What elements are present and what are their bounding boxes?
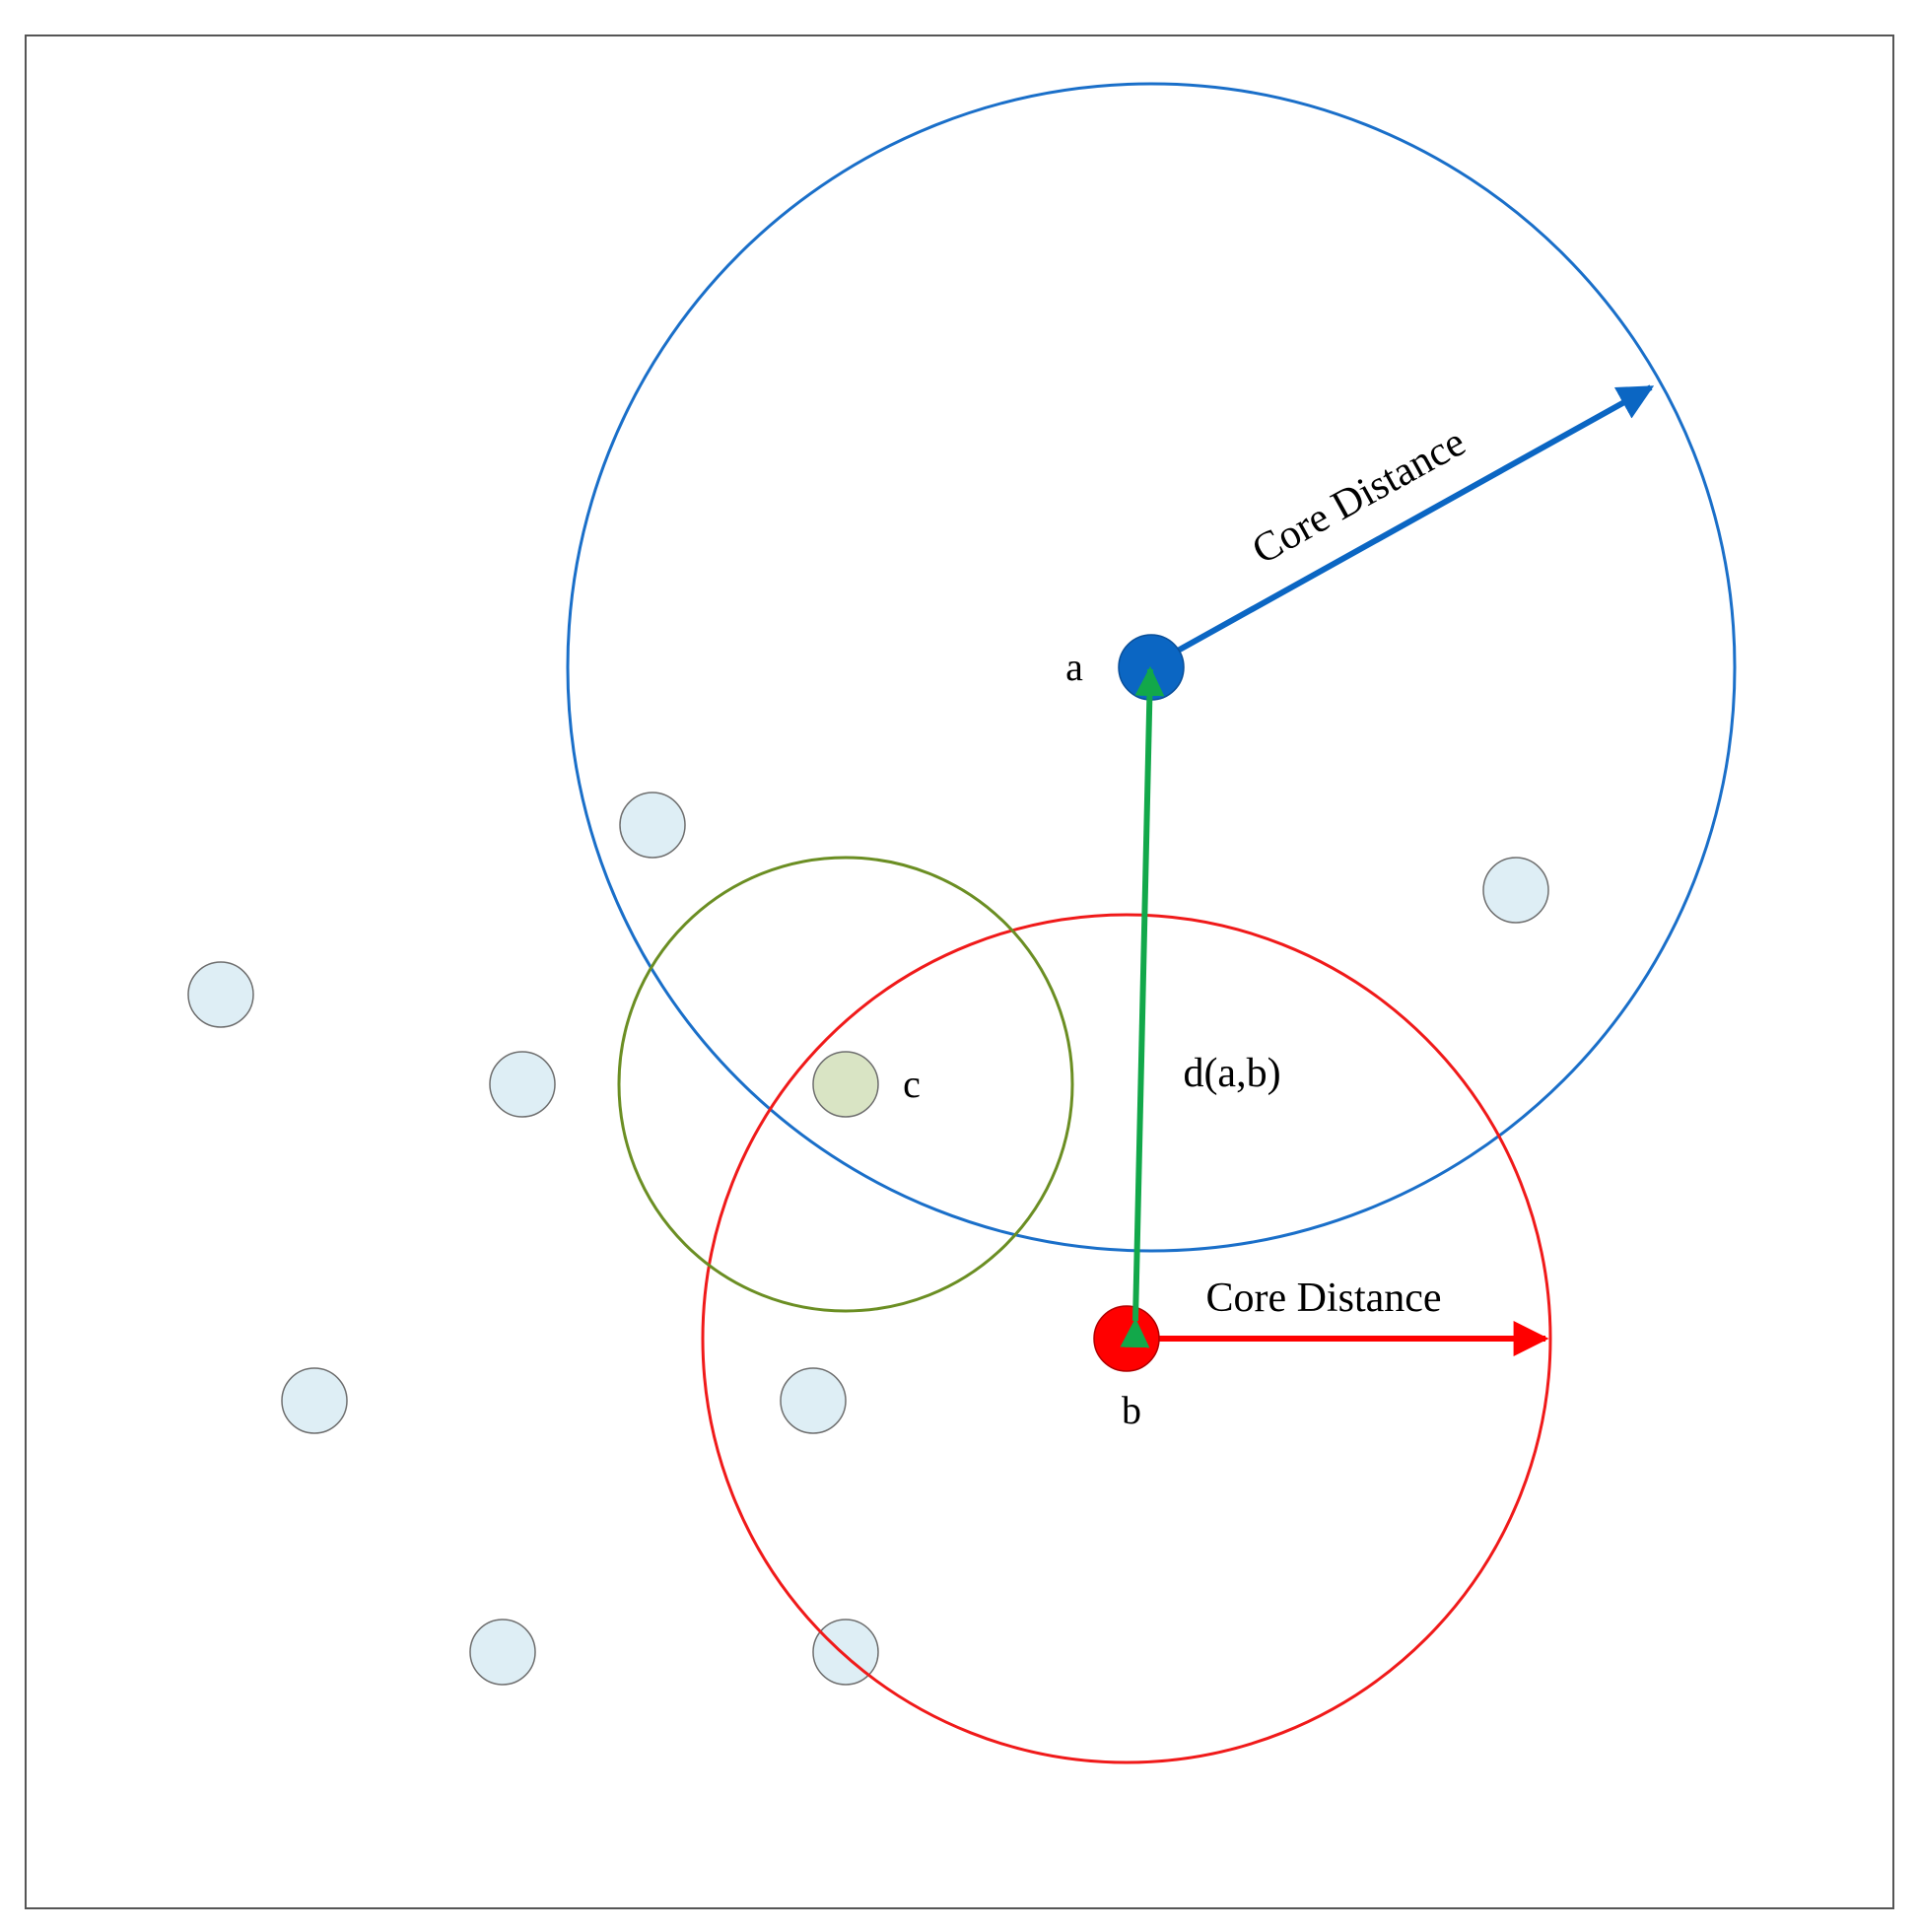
core-distance-label-b: Core Distance	[1205, 1276, 1441, 1321]
point-c-label: c	[903, 1062, 921, 1106]
neighbor-point	[780, 1367, 847, 1434]
core-distance-arrow-a	[1176, 384, 1655, 654]
distance-ab-label: d(a,b)	[1183, 1051, 1280, 1096]
point-c	[812, 1051, 879, 1118]
neighbor-point	[619, 792, 686, 859]
point-b	[1093, 1305, 1160, 1372]
point-b-label: b	[1122, 1388, 1141, 1432]
neighbor-point	[469, 1619, 536, 1686]
core-circle-c	[617, 856, 1074, 1313]
point-a-label: a	[1065, 645, 1083, 689]
neighbor-point	[187, 961, 254, 1028]
neighbor-point	[281, 1367, 348, 1434]
neighbor-point	[489, 1051, 556, 1118]
neighbor-point	[1482, 857, 1549, 924]
diagram-frame	[25, 34, 1894, 1909]
distance-arrow-ab	[1120, 666, 1165, 1348]
